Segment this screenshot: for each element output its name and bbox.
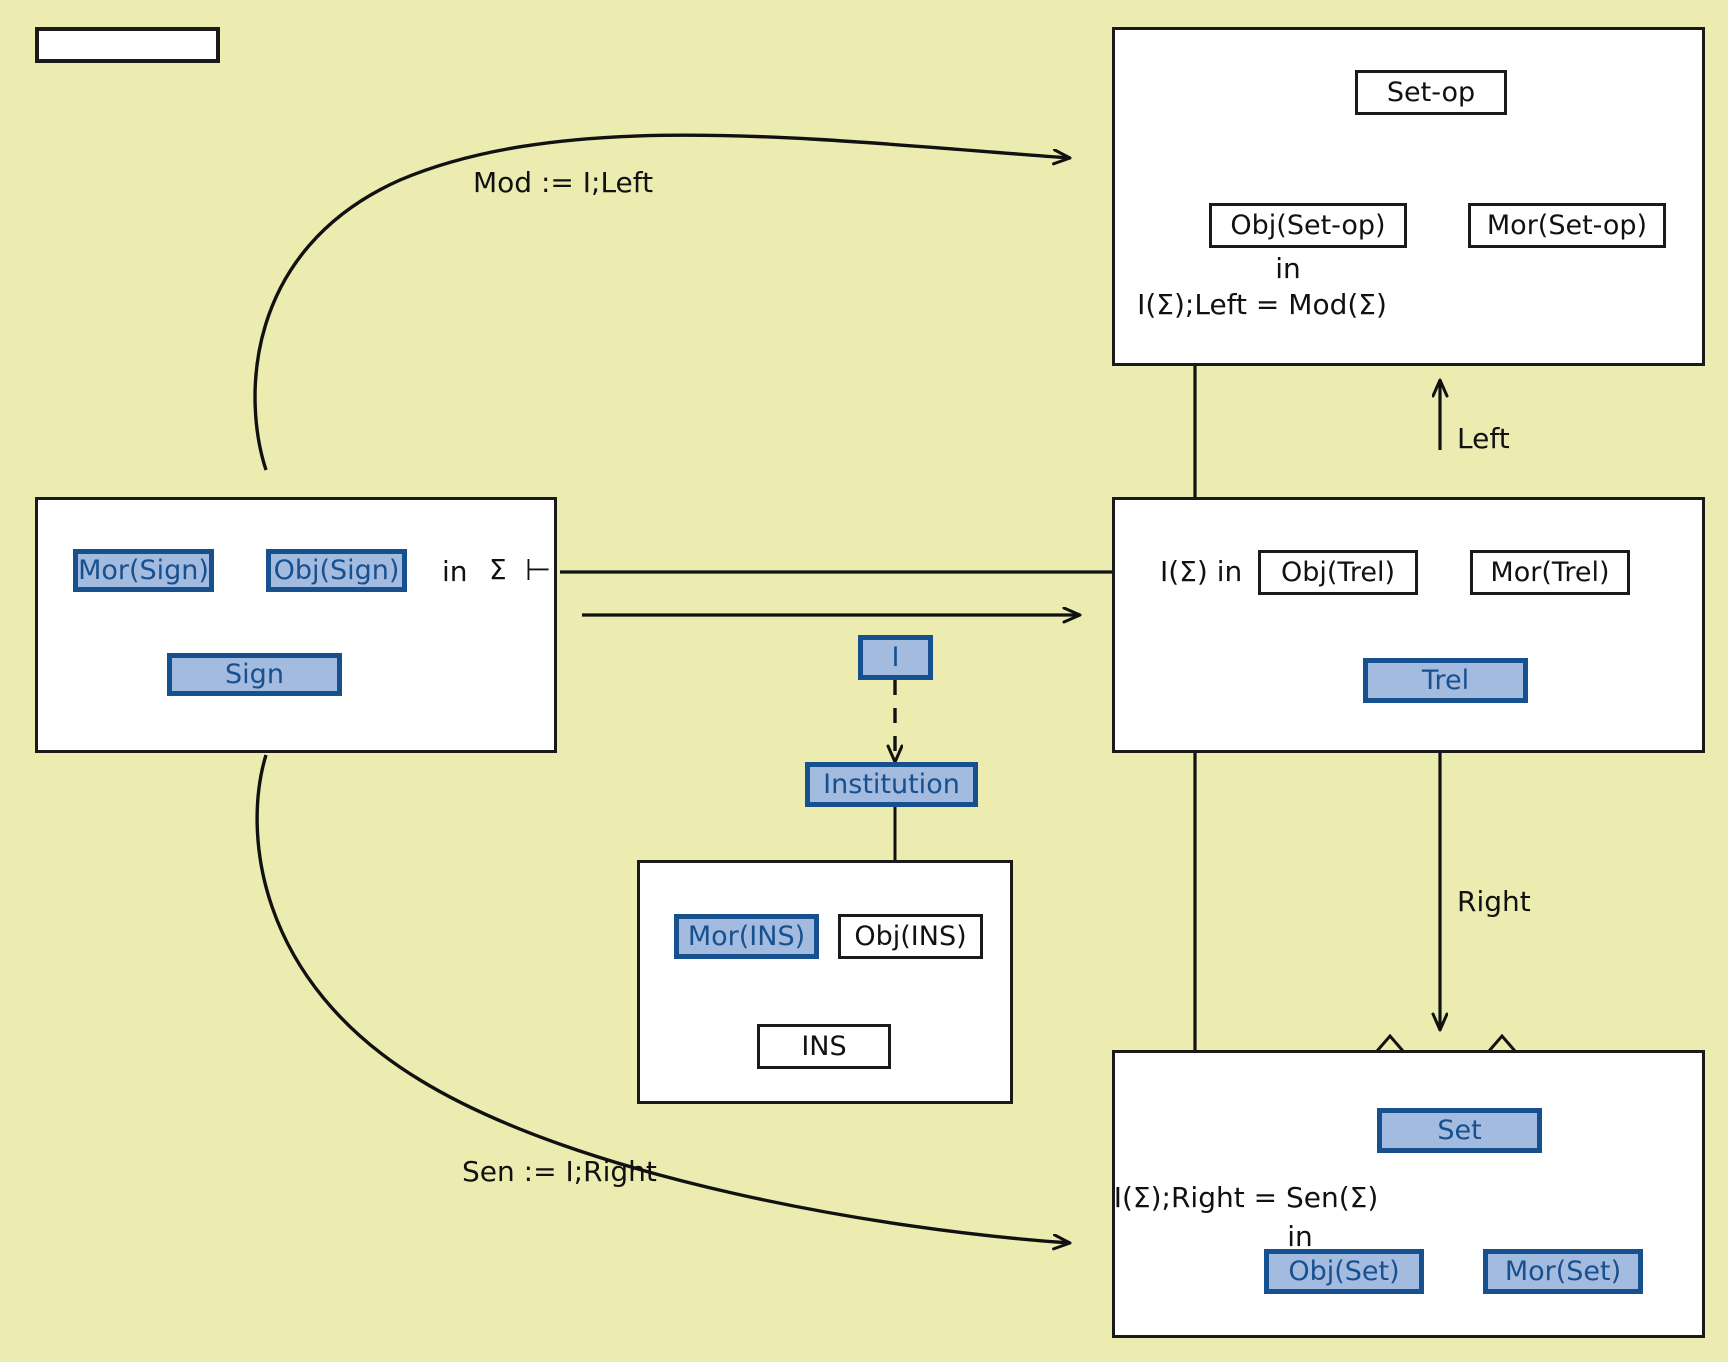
box-sign[interactable]: Sign bbox=[167, 653, 342, 696]
box-set[interactable]: Set bbox=[1377, 1108, 1542, 1153]
box-obj-set[interactable]: Obj(Set) bbox=[1264, 1249, 1424, 1294]
label-mod-equation: I(Σ);Left = Mod(Σ) bbox=[1137, 288, 1387, 321]
legend-box[interactable] bbox=[35, 27, 220, 63]
box-mor-set-op[interactable]: Mor(Set-op) bbox=[1468, 203, 1666, 248]
label-sign-sigma: Σ bbox=[489, 553, 507, 586]
label-sen-equation: I(Σ);Right = Sen(Σ) bbox=[1113, 1181, 1379, 1214]
label-mod-in: in bbox=[1275, 252, 1301, 285]
box-obj-set-op[interactable]: Obj(Set-op) bbox=[1209, 203, 1407, 248]
edge-mod bbox=[253, 133, 1070, 471]
edge-label-sen: Sen := I;Right bbox=[462, 1155, 657, 1188]
box-mor-trel[interactable]: Mor(Trel) bbox=[1470, 550, 1630, 595]
box-mor-sign[interactable]: Mor(Sign) bbox=[73, 549, 214, 592]
label-sen-in: in bbox=[1287, 1220, 1313, 1253]
label-trel-isigma-in: I(Σ) in bbox=[1160, 555, 1243, 588]
box-ins[interactable]: INS bbox=[757, 1024, 891, 1069]
panel-signature bbox=[35, 497, 557, 753]
box-obj-trel[interactable]: Obj(Trel) bbox=[1258, 550, 1418, 595]
box-mor-set[interactable]: Mor(Set) bbox=[1483, 1249, 1643, 1294]
edge-label-left: Left bbox=[1457, 422, 1510, 455]
box-trel[interactable]: Trel bbox=[1363, 658, 1528, 703]
box-obj-ins[interactable]: Obj(INS) bbox=[838, 914, 983, 959]
panel-trel bbox=[1112, 497, 1705, 753]
edge-label-right: Right bbox=[1457, 885, 1531, 918]
box-institution[interactable]: Institution bbox=[805, 762, 978, 807]
label-sign-turnstile: ⊢ bbox=[525, 553, 552, 588]
edge-label-mod: Mod := I;Left bbox=[473, 166, 654, 199]
box-mor-ins[interactable]: Mor(INS) bbox=[674, 914, 819, 959]
box-i[interactable]: I bbox=[858, 635, 933, 680]
box-obj-sign[interactable]: Obj(Sign) bbox=[266, 549, 407, 592]
label-sign-in: in bbox=[442, 555, 468, 588]
box-set-op[interactable]: Set-op bbox=[1355, 70, 1507, 115]
